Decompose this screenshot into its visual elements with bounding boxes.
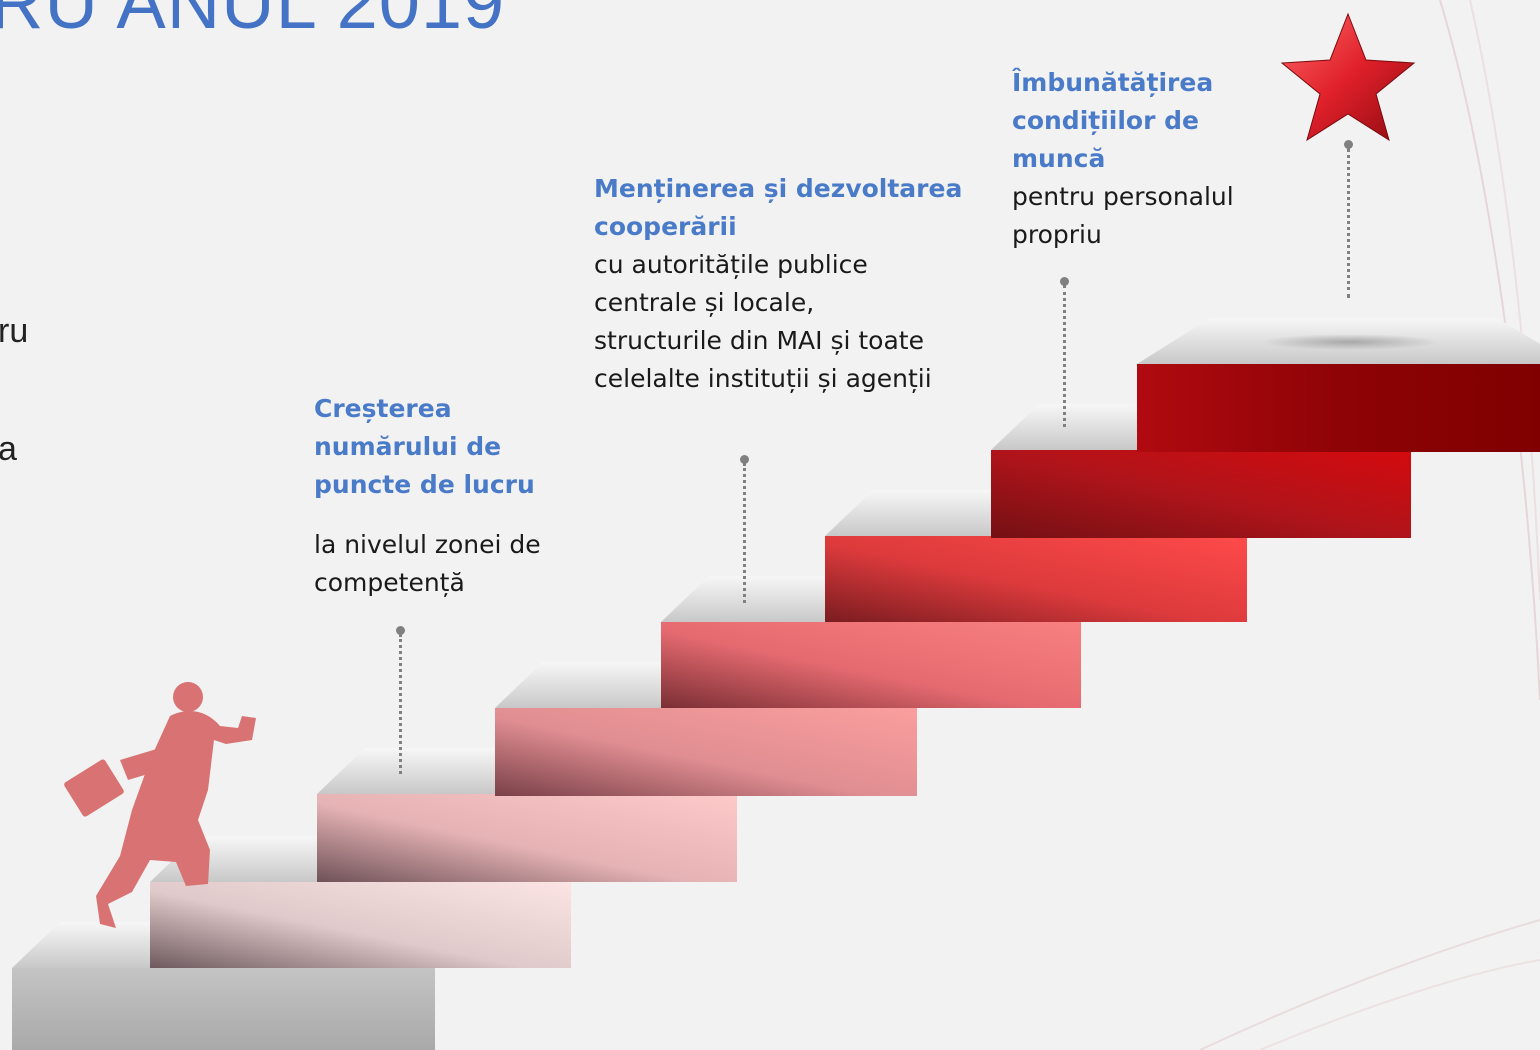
step-front xyxy=(150,882,571,968)
star-icon xyxy=(1280,12,1416,142)
cropped-text-fragment: ru xyxy=(0,312,29,350)
summit-shadow xyxy=(1260,334,1440,350)
goal-heading: Menținerea și dezvoltarea cooperării xyxy=(594,174,963,241)
running-businessman-icon xyxy=(64,682,256,928)
goal-description: pentru personalul propriu xyxy=(1012,182,1234,249)
goal-heading: Creșterea numărului de puncte de lucru xyxy=(314,394,535,499)
slide-title: RU ANUL 2019 xyxy=(0,0,506,44)
step-front xyxy=(825,536,1247,622)
goal-description: la nivelul zonei de competență xyxy=(314,530,541,597)
step-front xyxy=(1137,364,1540,452)
step-front xyxy=(495,708,917,796)
goal-heading: Îmbunătățirea condițiilor de muncă xyxy=(1012,68,1214,173)
step-front xyxy=(991,450,1411,538)
goal-connector xyxy=(1060,277,1069,427)
goal-connector xyxy=(740,455,749,603)
step-front xyxy=(12,968,435,1050)
goal-improve-work-conditions: Îmbunătățirea condițiilor de muncă pentr… xyxy=(1012,64,1272,254)
goal-increase-work-points: Creșterea numărului de puncte de lucru l… xyxy=(314,390,564,602)
goal-maintain-cooperation: Menținerea și dezvoltarea cooperării cu … xyxy=(594,170,974,398)
goal-description: cu autoritățile publice centrale și loca… xyxy=(594,250,932,393)
step-front xyxy=(661,622,1081,708)
step-front xyxy=(317,794,737,882)
star-connector xyxy=(1344,140,1353,298)
goal-connector xyxy=(396,626,405,774)
cropped-text-fragment: a xyxy=(0,430,17,468)
